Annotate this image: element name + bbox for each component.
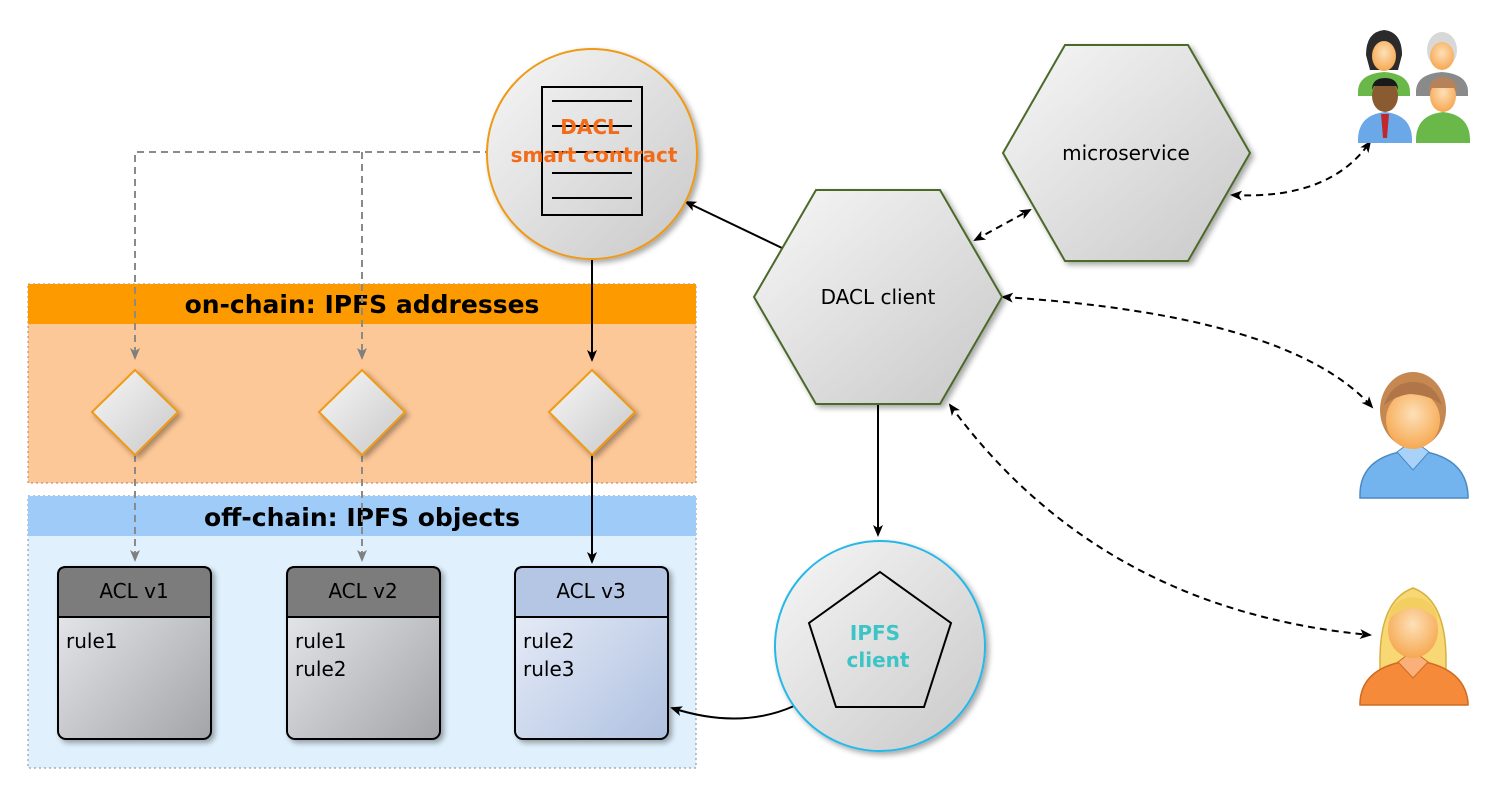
ipfs-pentagon-icon	[807, 570, 953, 708]
ipfs-client-node	[774, 540, 986, 752]
microservice-node	[1001, 44, 1252, 262]
acl-rule: rule2	[295, 657, 346, 681]
ipfs-address-diamond	[90, 368, 180, 457]
contract-document-icon	[541, 86, 643, 216]
user-group-icon	[1358, 30, 1470, 143]
contract-label-line2: smart contract	[511, 143, 678, 167]
acl-rule: rule1	[66, 629, 117, 653]
acl-title: ACL v1	[99, 579, 168, 603]
acl-rule: rule3	[523, 657, 574, 681]
acl-box-v1	[57, 566, 212, 740]
current-version-links	[587, 201, 883, 720]
dacl-smart-contract-node	[486, 48, 698, 260]
acl-box-v2	[286, 566, 441, 740]
acl-title: ACL v2	[328, 579, 397, 603]
user-woman-icon	[1359, 587, 1469, 706]
acl-box-v3	[514, 566, 669, 740]
contract-label-line1: DACL	[560, 115, 620, 139]
ipfs-client-label-line2: client	[847, 648, 910, 672]
ipfs-client-label-line1: IPFS	[850, 621, 900, 645]
ipfs-address-diamond	[547, 368, 637, 457]
dacl-client-label: DACL client	[821, 285, 936, 309]
contract-history-links	[130, 151, 492, 562]
user-connections	[948, 140, 1374, 640]
acl-rule: rule2	[523, 629, 574, 653]
acl-title: ACL v3	[556, 579, 625, 603]
dacl-client-node	[752, 189, 1004, 405]
microservice-label: microservice	[1062, 141, 1190, 165]
user-man-icon	[1359, 372, 1469, 499]
ipfs-address-diamond	[317, 368, 407, 457]
acl-rule: rule1	[295, 629, 346, 653]
